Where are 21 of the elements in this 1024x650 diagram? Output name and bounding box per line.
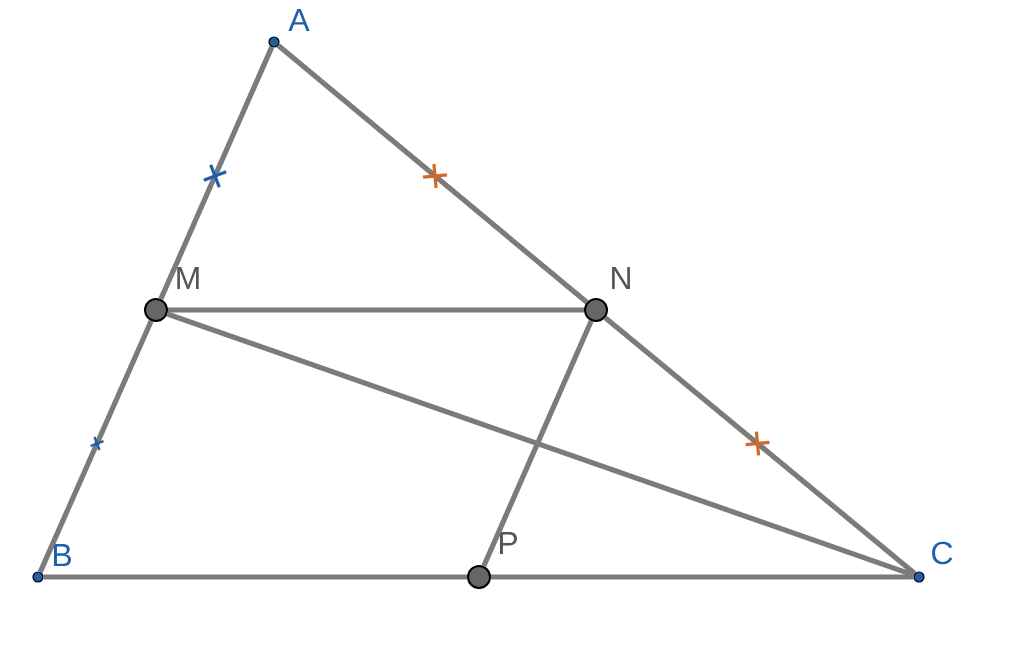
line-segment (158, 46, 275, 301)
line-segment (276, 43, 589, 305)
point: M (144, 267, 199, 322)
point: C (913, 541, 953, 583)
line-segment (481, 319, 594, 568)
line-segment (43, 574, 467, 580)
node-label: N (612, 267, 630, 290)
point: B (32, 544, 71, 583)
line-segment (166, 311, 915, 578)
line-segment (37, 319, 154, 573)
node-label: C (932, 541, 953, 565)
point: A (268, 9, 310, 48)
node-label: B (53, 544, 71, 567)
line-segment (491, 574, 914, 580)
line-segment (168, 307, 584, 313)
point: N (584, 267, 630, 322)
line-segment (603, 315, 917, 576)
node-label: M (177, 267, 199, 290)
node-label: P (499, 532, 517, 555)
node-label: A (288, 9, 310, 32)
point: P (467, 532, 517, 589)
